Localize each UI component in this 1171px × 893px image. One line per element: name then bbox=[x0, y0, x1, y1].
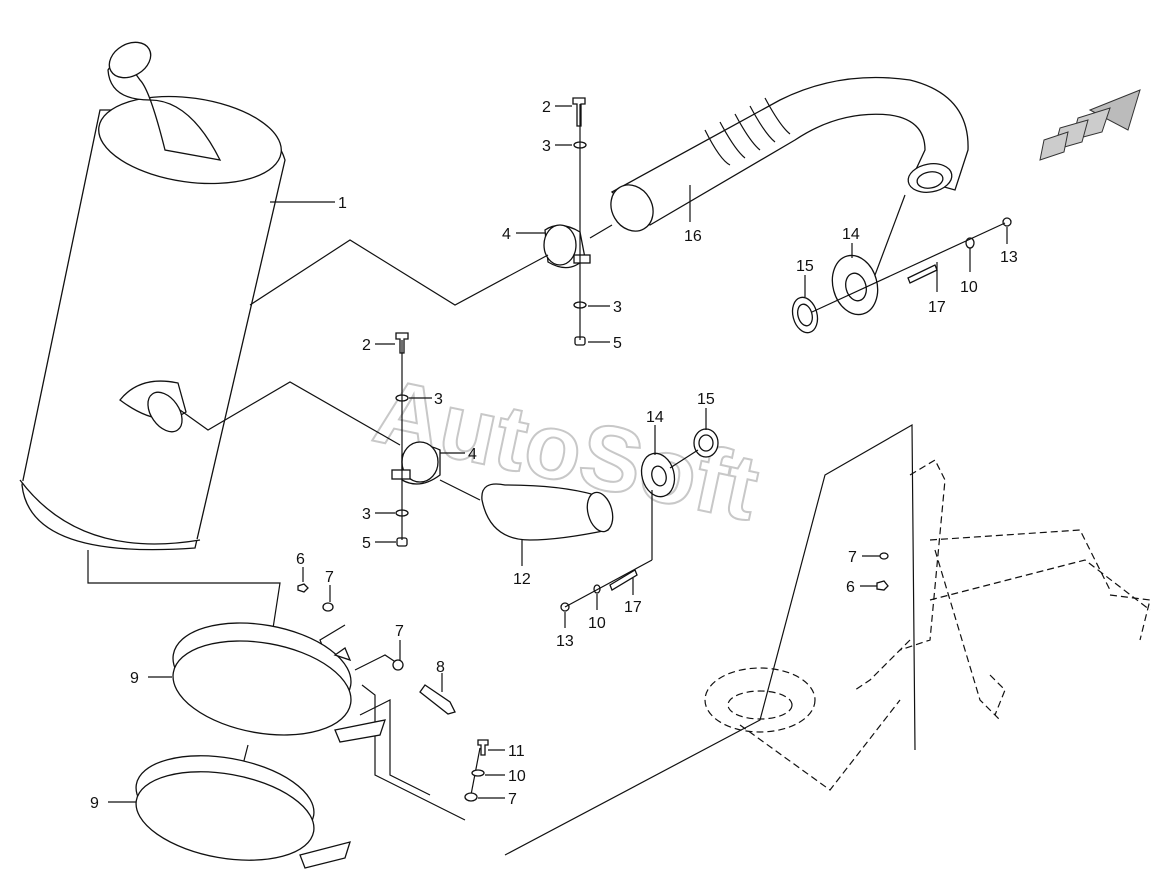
callout-8: 8 bbox=[436, 659, 445, 676]
callout-14-upper: 14 bbox=[842, 226, 860, 243]
muffler bbox=[19, 41, 286, 551]
callout-15-middle: 15 bbox=[697, 391, 715, 408]
callout-4-middle: 4 bbox=[468, 446, 477, 463]
callout-10-middle: 10 bbox=[588, 615, 606, 632]
callout-17-upper: 17 bbox=[928, 299, 946, 316]
callout-3-middle-bottom: 3 bbox=[362, 506, 371, 523]
callout-7-band-bottom: 7 bbox=[508, 791, 517, 808]
callout-10-lower: 10 bbox=[508, 768, 526, 785]
callout-5-upper: 5 bbox=[613, 335, 622, 352]
callout-7-band-middle: 7 bbox=[395, 623, 404, 640]
callout-14-middle: 14 bbox=[646, 409, 664, 426]
mounting-band-lower bbox=[135, 755, 351, 869]
callout-9-lower: 9 bbox=[90, 795, 99, 812]
band-hardware bbox=[297, 583, 489, 802]
mounting-band-upper bbox=[172, 622, 386, 743]
upper-hardware bbox=[572, 97, 587, 346]
callout-13-upper: 13 bbox=[1000, 249, 1018, 266]
callout-17-middle: 17 bbox=[624, 599, 642, 616]
callout-1: 1 bbox=[338, 195, 347, 212]
callout-labels: 1 2 3 4 3 5 16 14 15 17 10 13 2 3 4 3 5 … bbox=[90, 99, 1018, 812]
callout-13-middle: 13 bbox=[556, 633, 574, 650]
callout-10-upper: 10 bbox=[960, 279, 978, 296]
middle-flange bbox=[560, 428, 719, 612]
callout-3-upper-bottom: 3 bbox=[613, 299, 622, 316]
middle-elbow-pipe bbox=[481, 483, 614, 541]
callout-5-middle: 5 bbox=[362, 535, 371, 552]
callout-11: 11 bbox=[508, 743, 525, 760]
forward-arrow-icon bbox=[1039, 89, 1141, 161]
middle-pipe-clamp bbox=[391, 441, 441, 485]
callout-6-frame: 6 bbox=[846, 579, 855, 596]
callout-6-lower: 6 bbox=[296, 551, 305, 568]
upper-exhaust-pipe bbox=[610, 76, 969, 232]
callout-2-upper: 2 bbox=[542, 99, 551, 116]
middle-hardware bbox=[395, 332, 409, 547]
callout-2-middle: 2 bbox=[362, 337, 371, 354]
upper-flange bbox=[791, 194, 1012, 334]
callout-9-upper: 9 bbox=[130, 670, 139, 687]
callout-3-middle-top: 3 bbox=[434, 391, 443, 408]
vehicle-frame-dashed bbox=[704, 459, 1151, 791]
callout-3-upper-top: 3 bbox=[542, 138, 551, 155]
upper-pipe-clamp bbox=[543, 224, 591, 269]
callout-4-upper: 4 bbox=[502, 226, 511, 243]
callout-15-upper: 15 bbox=[796, 258, 814, 275]
callout-7-band-top: 7 bbox=[325, 569, 334, 586]
callout-7-frame: 7 bbox=[848, 549, 857, 566]
callout-16: 16 bbox=[684, 228, 702, 245]
callout-12: 12 bbox=[513, 571, 531, 588]
